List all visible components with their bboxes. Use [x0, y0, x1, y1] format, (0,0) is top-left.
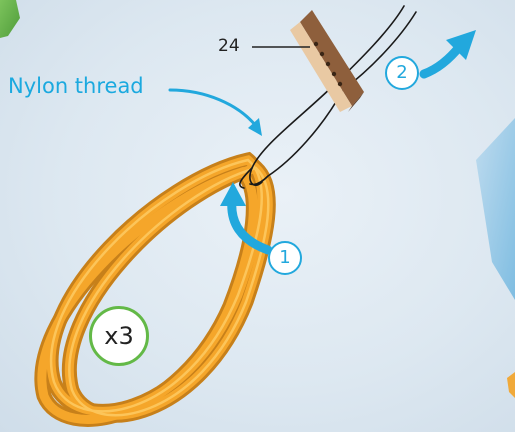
wooden-part-24	[290, 10, 364, 112]
bottom-right-shape-decoration	[507, 372, 515, 398]
nylon-thread	[239, 5, 417, 189]
thread-pointer-arrow	[168, 88, 262, 136]
quantity-badge: x3	[89, 306, 149, 366]
right-shape-decoration	[476, 118, 515, 300]
step-2-badge: 2	[385, 56, 419, 90]
rubber-bands	[34, 151, 276, 427]
step-1-badge: 1	[268, 241, 302, 275]
step-1-arrow	[220, 182, 273, 255]
corner-shape-decoration	[0, 0, 20, 38]
part-number-label: 24	[218, 36, 240, 56]
nylon-thread-label: Nylon thread	[8, 74, 144, 98]
step-2-arrow	[419, 30, 476, 79]
